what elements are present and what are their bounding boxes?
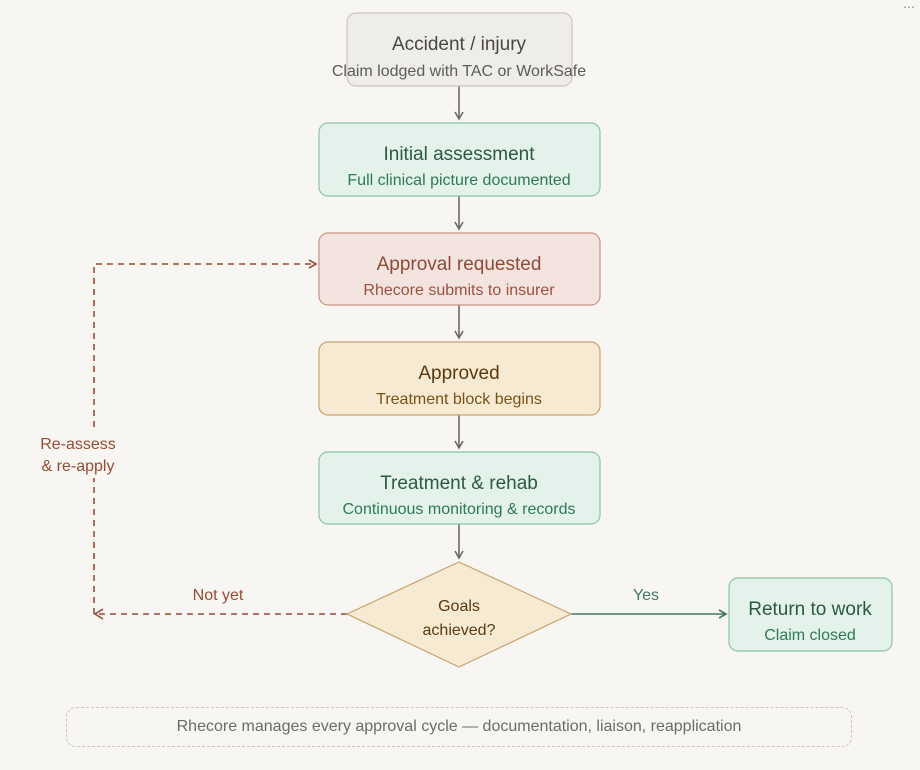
- node-treatment-subtitle: Continuous monitoring & records: [342, 501, 575, 518]
- node-accident-subtitle: Claim lodged with TAC or WorkSafe: [332, 63, 586, 80]
- node-approval-requested-title: Approval requested: [377, 254, 542, 275]
- yes-label: Yes: [633, 587, 659, 604]
- node-assessment-subtitle: Full clinical picture documented: [347, 172, 570, 189]
- node-goals-line2: achieved?: [423, 622, 496, 639]
- node-approved: Approved Treatment block begins: [318, 341, 601, 416]
- node-return-to-work-title: Return to work: [748, 599, 872, 620]
- footer-note-text: Rhecore manages every approval cycle — d…: [176, 718, 742, 735]
- node-approval-requested: Approval requested Rhecore submits to in…: [318, 232, 601, 306]
- reassess-label-line1: Re-assess: [40, 436, 116, 453]
- node-approval-requested-subtitle: Rhecore submits to insurer: [363, 282, 555, 299]
- node-goals-line1: Goals: [438, 598, 480, 615]
- node-approved-title: Approved: [418, 363, 499, 384]
- node-treatment: Treatment & rehab Continuous monitoring …: [318, 451, 601, 525]
- more-options-icon[interactable]: ⋯: [903, 0, 916, 14]
- node-accident: Accident / injury Claim lodged with TAC …: [332, 12, 586, 87]
- node-treatment-title: Treatment & rehab: [380, 473, 538, 494]
- node-accident-title: Accident / injury: [392, 34, 527, 55]
- node-assessment: Initial assessment Full clinical picture…: [318, 122, 601, 197]
- node-assessment-title: Initial assessment: [383, 144, 535, 165]
- node-return-to-work-subtitle: Claim closed: [764, 627, 856, 644]
- not-yet-label: Not yet: [193, 587, 244, 604]
- node-goals-decision: Goals achieved?: [345, 561, 573, 668]
- footer-note: Rhecore manages every approval cycle — d…: [66, 707, 852, 747]
- reassess-label-bg: [32, 428, 128, 478]
- reassess-label-line2: & re-apply: [42, 458, 115, 475]
- edge-loop-left-arrowhead: [93, 608, 104, 620]
- edge-goals-not-yet-loop: [93, 259, 347, 615]
- node-approved-subtitle: Treatment block begins: [376, 391, 542, 408]
- node-return-to-work: Return to work Claim closed: [728, 577, 893, 652]
